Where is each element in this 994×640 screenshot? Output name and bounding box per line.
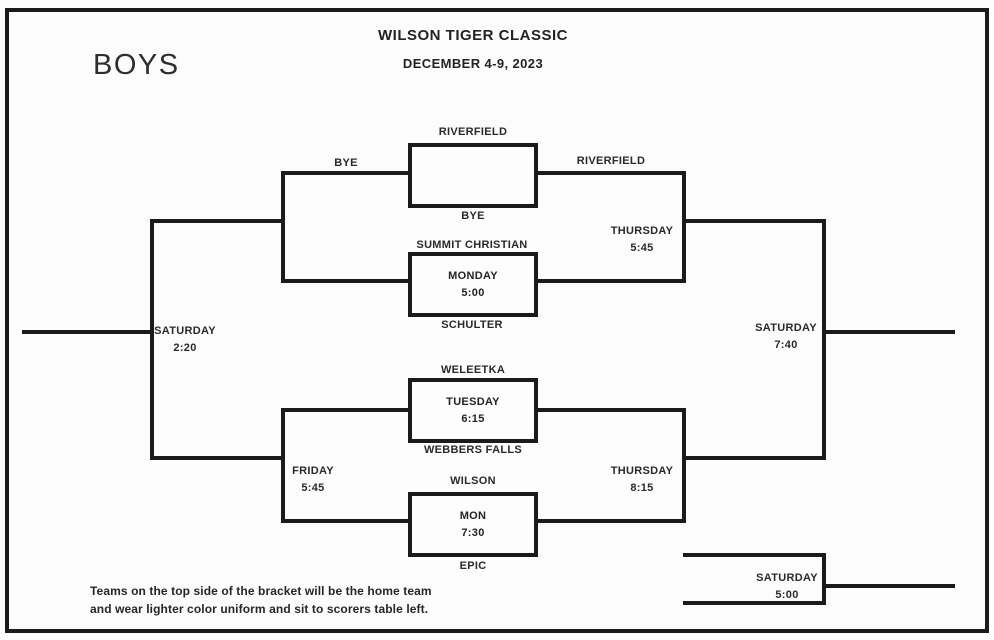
division-label: BOYS xyxy=(93,49,180,81)
home-team-note-line2: and wear lighter color uniform and sit t… xyxy=(90,601,429,616)
bracket-line-final-vertical xyxy=(822,219,826,460)
bracket-line-consolation-out xyxy=(822,584,955,588)
bracket-line-championship xyxy=(822,330,955,334)
consolation-schedule: SATURDAY 5:00 xyxy=(756,570,818,604)
bracket-line-bottom-feed xyxy=(150,456,285,460)
bracket-line-semi-top-vertical xyxy=(682,171,686,283)
lower-feed-day: FRIDAY xyxy=(292,465,334,477)
game2-time: 5:00 xyxy=(461,286,485,299)
consolation-time: 5:00 xyxy=(775,589,799,601)
bracket-line-opening xyxy=(22,330,152,334)
bracket-line-consolation-bottom xyxy=(683,601,824,605)
semifinal-bottom-schedule: THURSDAY 8:15 xyxy=(611,463,674,497)
game-box-2: MONDAY 5:00 xyxy=(408,252,538,317)
consolation-day: SATURDAY xyxy=(756,572,818,584)
semifinal-bottom-time: 8:15 xyxy=(630,482,654,494)
game4-top-team: WILSON xyxy=(450,475,496,487)
semifinal-top-advancer-label: RIVERFIELD xyxy=(576,155,646,167)
bracket-line-game2-in xyxy=(281,279,410,283)
bracket-line-game3-in xyxy=(281,408,410,412)
page-border xyxy=(5,8,989,633)
opening-game-schedule: SATURDAY 2:20 xyxy=(154,323,216,357)
bracket-line-consolation-vertical xyxy=(822,553,826,605)
bracket-line-semi-top-out xyxy=(682,219,824,223)
tournament-title: WILSON TIGER CLASSIC xyxy=(378,27,568,44)
semifinal-top-day: THURSDAY xyxy=(610,225,674,237)
bracket-line-left-vertical xyxy=(150,219,154,460)
bracket-line-game4-in xyxy=(281,519,410,523)
bracket-line-pair1-vertical xyxy=(281,171,285,283)
game-box-1 xyxy=(408,143,538,208)
game4-day: MON xyxy=(459,509,487,522)
bracket-line-bye-in xyxy=(281,171,410,175)
game2-bottom-team: SCHULTER xyxy=(441,319,503,331)
game3-top-team: WELEETKA xyxy=(440,364,506,376)
semifinal-top-time: 5:45 xyxy=(630,242,654,254)
lower-feed-schedule: FRIDAY 5:45 xyxy=(292,463,334,497)
bracket-line-semi-bottom-out xyxy=(682,456,824,460)
bracket-line-top-feed xyxy=(150,219,285,223)
championship-day: SATURDAY xyxy=(755,322,817,334)
championship-schedule: SATURDAY 7:40 xyxy=(755,320,817,354)
tournament-dates: DECEMBER 4-9, 2023 xyxy=(402,56,544,71)
bracket-line-consolation-top xyxy=(683,553,824,557)
bracket-line-game4-out xyxy=(536,519,684,523)
home-team-note: Teams on the top side of the bracket wil… xyxy=(90,583,432,618)
game1-bottom-team: BYE xyxy=(461,210,485,222)
game-box-4: MON 7:30 xyxy=(408,492,538,557)
bye-advancer-label: BYE xyxy=(334,157,358,169)
game3-day: TUESDAY xyxy=(446,395,500,408)
semifinal-top-schedule: THURSDAY 5:45 xyxy=(611,223,674,257)
game2-day: MONDAY xyxy=(448,269,498,282)
game3-bottom-team: WEBBERS FALLS xyxy=(423,444,523,456)
bracket-line-game1-out xyxy=(536,171,684,175)
game4-bottom-team: EPIC xyxy=(459,560,487,572)
game4-time: 7:30 xyxy=(461,526,485,539)
bracket-line-game2-out xyxy=(536,279,684,283)
bracket-line-semi-bottom-vertical xyxy=(682,408,686,523)
lower-feed-time: 5:45 xyxy=(301,482,325,494)
opening-game-day: SATURDAY xyxy=(154,325,216,337)
game-box-3: TUESDAY 6:15 xyxy=(408,378,538,443)
game2-top-team: SUMMIT CHRISTIAN xyxy=(416,239,528,251)
game3-time: 6:15 xyxy=(461,412,485,425)
bracket-line-game3-out xyxy=(536,408,684,412)
opening-game-time: 2:20 xyxy=(173,342,197,354)
game1-top-team: RIVERFIELD xyxy=(438,126,508,138)
home-team-note-line1: Teams on the top side of the bracket wil… xyxy=(90,584,432,598)
championship-time: 7:40 xyxy=(774,339,798,351)
semifinal-bottom-day: THURSDAY xyxy=(610,465,674,477)
bracket-line-pair2-vertical xyxy=(281,408,285,523)
